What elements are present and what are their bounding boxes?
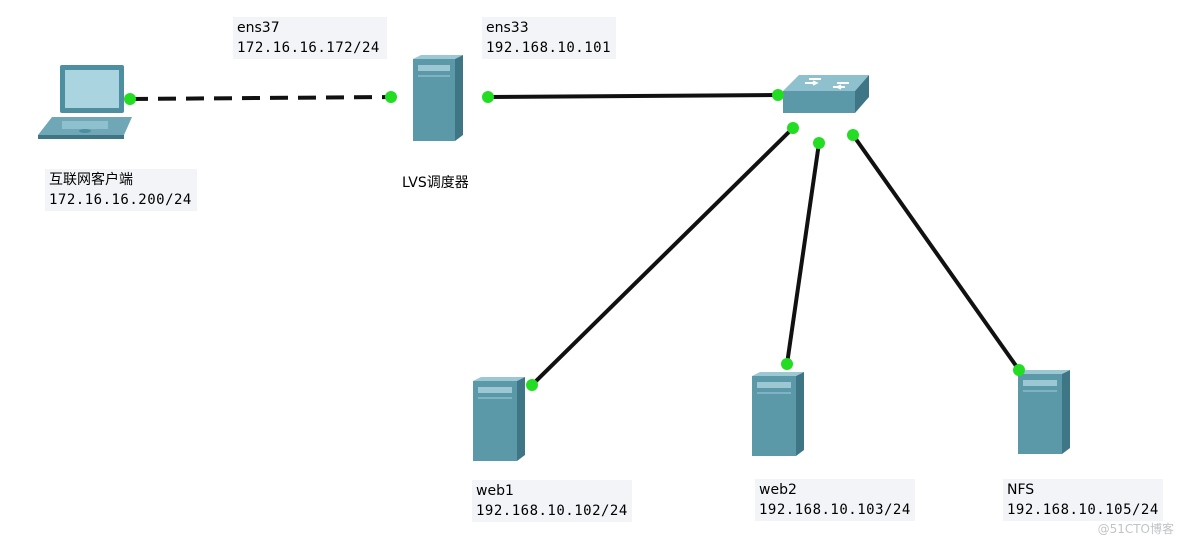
ens33-name: ens33 <box>486 20 529 36</box>
client-label: 互联网客户端 172.16.16.200/24 <box>45 169 197 211</box>
web1-label: web1 192.168.10.102/24 <box>472 480 632 522</box>
link-lvs-switch <box>487 93 779 99</box>
ens37-ip: 172.16.16.172/24 <box>237 40 380 56</box>
port-dot <box>482 91 494 103</box>
watermark: @51CTO博客 <box>1097 522 1174 536</box>
ens33-ip: 192.168.10.101 <box>486 40 612 56</box>
ens37-label: ens37 172.16.16.172/24 <box>233 17 387 59</box>
web2-name: web2 <box>759 482 797 498</box>
link-switch-web1 <box>530 126 795 387</box>
port-dot <box>385 91 397 103</box>
port-dot <box>813 137 825 149</box>
nfs-label: NFS 192.168.10.105/24 <box>1003 479 1163 521</box>
client-name: 互联网客户端 <box>49 172 133 188</box>
links <box>129 93 1021 387</box>
nfs-ip: 192.168.10.105/24 <box>1007 502 1159 518</box>
web2-server-icon[interactable] <box>752 372 804 456</box>
laptop-icon[interactable] <box>38 65 132 139</box>
lvs-name-label: LVS调度器 <box>402 175 469 191</box>
port-dot <box>847 129 859 141</box>
nfs-name: NFS <box>1007 482 1035 498</box>
link-client-lvs <box>129 95 392 101</box>
web1-name: web1 <box>476 483 514 499</box>
port-dot <box>787 122 799 134</box>
port-dots <box>124 89 1025 391</box>
switch-icon[interactable] <box>783 75 869 113</box>
web1-server-icon[interactable] <box>473 377 525 461</box>
port-dot <box>526 379 538 391</box>
port-dot <box>1013 364 1025 376</box>
link-switch-nfs <box>851 133 1021 372</box>
port-dot <box>124 93 136 105</box>
web1-ip: 192.168.10.102/24 <box>476 503 628 519</box>
nfs-server-icon[interactable] <box>1018 370 1070 454</box>
ens37-name: ens37 <box>237 20 280 36</box>
port-dot <box>781 358 793 370</box>
port-dot <box>772 89 784 101</box>
lvs-server-icon[interactable] <box>413 55 463 141</box>
link-switch-web2 <box>785 142 821 365</box>
web2-ip: 192.168.10.103/24 <box>759 502 911 518</box>
ens33-label: ens33 192.168.10.101 <box>482 17 616 59</box>
client-ip: 172.16.16.200/24 <box>49 192 192 208</box>
web2-label: web2 192.168.10.103/24 <box>755 479 915 521</box>
